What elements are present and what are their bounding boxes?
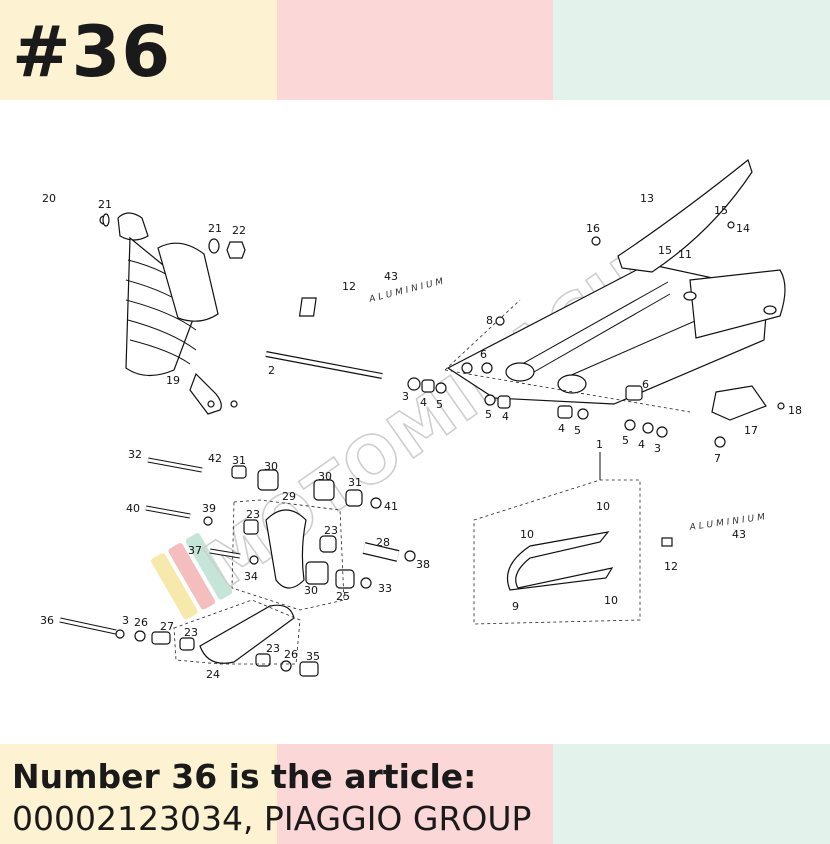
callout-label: 13 <box>640 192 654 205</box>
callout-labels: 20 21 21 22 19 12 43 2 13 16 15 14 15 11… <box>40 192 802 681</box>
callout-label: 11 <box>678 248 692 261</box>
decal-12-top <box>298 297 317 317</box>
decal-lettering-top: ALUMINIUM <box>367 276 447 305</box>
callout-label: 40 <box>126 502 140 515</box>
article-caption: Number 36 is the article: 00002123034, P… <box>12 756 531 840</box>
callout-label: 5 <box>436 398 443 411</box>
page-number: #36 <box>12 11 172 93</box>
callout-label: 15 <box>714 204 728 217</box>
callout-label: 10 <box>596 500 610 513</box>
callout-label: 34 <box>244 570 258 583</box>
callout-label: 42 <box>208 452 222 465</box>
callout-label: 6 <box>642 378 649 391</box>
callout-label: 23 <box>246 508 260 521</box>
band-pink <box>277 0 553 100</box>
callout-label: 31 <box>348 476 362 489</box>
callout-label: 36 <box>40 614 54 627</box>
swingarm-group-bracket <box>444 299 691 413</box>
header-color-band <box>0 0 830 100</box>
swingarm-spindle <box>265 351 383 379</box>
washer-21-left <box>102 213 110 227</box>
callout-label: 27 <box>160 620 174 633</box>
chain-guard <box>617 158 753 273</box>
callout-label: 4 <box>420 396 427 409</box>
callout-label: 20 <box>42 192 56 205</box>
callout-label: 19 <box>166 374 180 387</box>
callout-label: 2 <box>268 364 275 377</box>
callout-label: 31 <box>232 454 246 467</box>
callout-label: 18 <box>788 404 802 417</box>
decal-lettering-right: ALUMINIUM <box>688 512 769 533</box>
callout-label: 6 <box>480 348 487 361</box>
callout-label: 25 <box>336 590 350 603</box>
callout-label: 30 <box>264 460 278 473</box>
linkage-group-box <box>231 499 345 611</box>
callout-label: 26 <box>134 616 148 629</box>
chain-slider-group-box <box>473 479 641 625</box>
washer-21-right <box>208 238 220 254</box>
callout-label: 10 <box>520 528 534 541</box>
pivot-hardware <box>407 221 785 448</box>
callout-label: 21 <box>98 198 112 211</box>
callout-label: 33 <box>378 582 392 595</box>
callout-label: 23 <box>266 642 280 655</box>
callout-label: 4 <box>502 410 509 423</box>
caption-article-detail: 00002123034, PIAGGIO GROUP <box>12 799 532 838</box>
swingarm <box>446 263 786 405</box>
callout-label: 24 <box>206 668 220 681</box>
shock-absorber <box>39 205 238 415</box>
callout-label: 1 <box>596 438 603 451</box>
band-yellow <box>0 744 277 844</box>
callout-label: 38 <box>416 558 430 571</box>
callout-label: 30 <box>318 470 332 483</box>
callout-label: 10 <box>604 594 618 607</box>
callout-label: 12 <box>342 280 356 293</box>
callout-label: 14 <box>736 222 750 235</box>
callout-label: 3 <box>654 442 661 455</box>
callout-label: 7 <box>714 452 721 465</box>
suspension-linkage <box>59 457 416 677</box>
footer-color-band <box>0 744 830 844</box>
callout-label: 8 <box>486 314 493 327</box>
exploded-parts-diagram: MOTOMIRACH ALUMINIUM <box>39 158 802 681</box>
callout-label: 5 <box>485 408 492 421</box>
decal-12-right <box>661 537 673 547</box>
callout-label: 29 <box>282 490 296 503</box>
callout-label: 30 <box>304 584 318 597</box>
band-mint <box>553 744 830 844</box>
callout-label: 3 <box>402 390 409 403</box>
callout-label: 15 <box>658 244 672 257</box>
bracket-17 <box>711 385 767 421</box>
callout-label: 35 <box>306 650 320 663</box>
callout-label: 17 <box>744 424 758 437</box>
callout-label: 28 <box>376 536 390 549</box>
callout-label: 23 <box>324 524 338 537</box>
callout-label: 5 <box>622 434 629 447</box>
callout-label: 9 <box>512 600 519 613</box>
watermark-logo-icon <box>151 533 233 620</box>
band-mint <box>553 0 830 100</box>
callout-label: 23 <box>184 626 198 639</box>
nut-22 <box>226 241 246 259</box>
callout-label: 43 <box>384 270 398 283</box>
callout-label: 21 <box>208 222 222 235</box>
callout-label: 43 <box>732 528 746 541</box>
band-yellow <box>0 0 277 100</box>
callout-label: 16 <box>586 222 600 235</box>
callout-label: 37 <box>188 544 202 557</box>
callout-label: 39 <box>202 502 216 515</box>
callout-label: 32 <box>128 448 142 461</box>
callout-label: 4 <box>638 438 645 451</box>
callout-label: 12 <box>664 560 678 573</box>
callout-label: 22 <box>232 224 246 237</box>
callout-label: 5 <box>574 424 581 437</box>
callout-label: 26 <box>284 648 298 661</box>
callout-label: 4 <box>558 422 565 435</box>
callout-label: 3 <box>122 614 129 627</box>
band-pink <box>277 744 553 844</box>
chain-slider <box>506 531 614 591</box>
caption-headline: Number 36 is the article: <box>12 757 477 796</box>
callout-label: 41 <box>384 500 398 513</box>
